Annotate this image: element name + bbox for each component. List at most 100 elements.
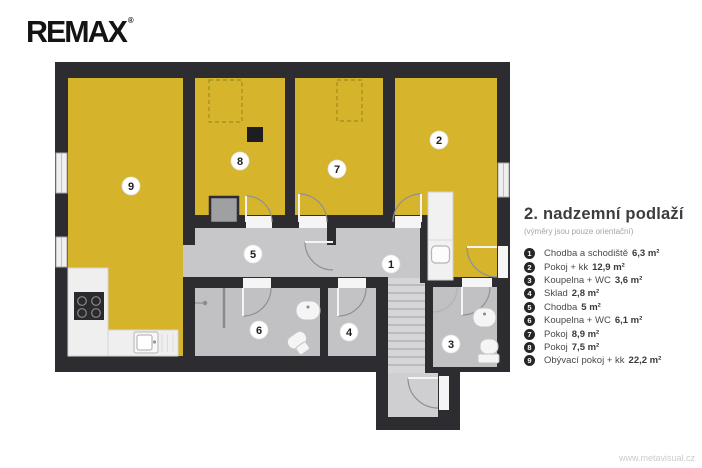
sink-icon-room6 <box>295 300 321 321</box>
window-left-1 <box>55 152 68 194</box>
door-arcs <box>242 193 498 409</box>
legend-item-label: Koupelna + WC <box>544 274 611 286</box>
legend-item-label: Pokoj <box>544 341 568 353</box>
legend-item-label: Sklad <box>544 288 568 300</box>
room-bubble-7: 7 <box>327 159 347 179</box>
registered-mark: ® <box>127 16 134 25</box>
legend-item-area: 6,1 m² <box>614 315 643 327</box>
legend-num-badge: 5 <box>524 301 535 313</box>
svg-text:4: 4 <box>346 327 353 339</box>
room-bubble-2: 2 <box>429 130 449 150</box>
door-arc-room3 <box>461 286 491 316</box>
legend-num-badge: 7 <box>524 328 535 340</box>
toilet-icon-room3 <box>477 338 500 364</box>
svg-text:2: 2 <box>436 135 442 147</box>
legend-item-area: 5 m² <box>581 301 601 313</box>
svg-text:5: 5 <box>250 249 256 261</box>
door-sill-room7 <box>299 216 327 228</box>
legend-title: 2. nadzemní podlaží <box>524 205 684 223</box>
skylight-room8 <box>208 79 243 123</box>
legend-item-area: 2,8 m² <box>571 288 600 300</box>
room-bubble-6: 6 <box>249 320 269 340</box>
legend-item-area: 7,5 m² <box>571 341 600 353</box>
legend-item-area: 6,3 m² <box>631 248 660 260</box>
door-arc-room6 <box>242 287 272 317</box>
room-bubble-9: 9 <box>121 176 141 196</box>
bathroom6-fixtures <box>195 288 321 356</box>
roof-features <box>208 79 363 225</box>
chimney <box>247 127 263 142</box>
legend-num-badge: 6 <box>524 315 535 327</box>
legend-item-area: 8,9 m² <box>571 328 600 340</box>
svg-text:1: 1 <box>388 259 394 271</box>
legend-item-label: Chodba <box>544 301 578 313</box>
sink-icon-room3 <box>472 307 497 328</box>
svg-text:6: 6 <box>256 325 262 337</box>
room-bubble-1: 1 <box>381 254 401 274</box>
door-arc-room4 <box>337 287 367 317</box>
legend: 2. nadzemní podlaží (výměry jsou pouze o… <box>524 205 700 368</box>
door-leaves <box>242 194 497 379</box>
window-right <box>497 162 510 198</box>
svg-text:8: 8 <box>237 156 243 168</box>
door-arc-room7 <box>298 193 328 223</box>
door-sill-room2-exterior <box>498 246 508 278</box>
svg-text:7: 7 <box>334 164 340 176</box>
room-number-bubbles: 1 2 3 4 5 6 7 8 9 <box>121 130 461 354</box>
shaft-closet <box>208 195 240 225</box>
legend-item-label: Pokoj + kk <box>544 261 589 273</box>
legend-subtitle: (výměry jsou pouze orientační) <box>524 227 634 236</box>
legend-num-badge: 9 <box>524 355 535 367</box>
door-arc-room2 <box>392 193 422 223</box>
window-left-2 <box>55 236 68 268</box>
remax-logo: REMAX® <box>26 14 134 50</box>
room-bubble-5: 5 <box>243 244 263 264</box>
legend-num-badge: 8 <box>524 341 535 353</box>
door-arc-hall5 <box>304 241 334 271</box>
shower-icon <box>202 300 208 306</box>
kitchen-sink-icon <box>133 331 174 354</box>
legend-num-badge: 3 <box>524 274 535 286</box>
kitchen-room9 <box>67 267 179 357</box>
legend-item-label: Obývací pokoj + kk <box>544 355 625 367</box>
legend-item-label: Koupelna + WC <box>544 315 611 327</box>
toilet-icon-room6 <box>286 330 310 356</box>
legend-item-area: 12,9 m² <box>592 261 625 273</box>
room-bubble-8: 8 <box>230 151 250 171</box>
svg-text:9: 9 <box>128 181 134 193</box>
remax-logo-text: REMAX <box>26 14 128 49</box>
windows <box>55 152 510 410</box>
door-sill-room3 <box>462 278 492 287</box>
legend-item-label: Pokoj <box>544 328 568 340</box>
watermark: www.metavisual.cz <box>618 453 695 463</box>
stair-treads <box>388 284 425 366</box>
door-sill-room2 <box>395 216 421 228</box>
svg-text:3: 3 <box>448 339 454 351</box>
skylight-room7 <box>336 79 363 122</box>
legend-num-badge: 2 <box>524 261 535 273</box>
door-sill-vestibule <box>439 376 449 410</box>
legend-num-badge: 4 <box>524 288 535 300</box>
door-sill-room4 <box>338 278 366 288</box>
door-arc-room8 <box>245 195 273 223</box>
room-4-floor <box>328 288 383 356</box>
door-sill-room8 <box>246 216 272 228</box>
kitchenette-room2 <box>427 191 454 281</box>
hallway-5-and-1-floor <box>183 225 428 283</box>
cooktop-icon <box>74 292 104 320</box>
shower-arc-room3 <box>432 287 458 313</box>
legend-item-area: 22,2 m² <box>628 355 662 367</box>
room-bubble-4: 4 <box>339 322 359 342</box>
legend-item-label: Chodba a schodiště <box>544 248 628 260</box>
legend-num-badge: 1 <box>524 248 535 260</box>
